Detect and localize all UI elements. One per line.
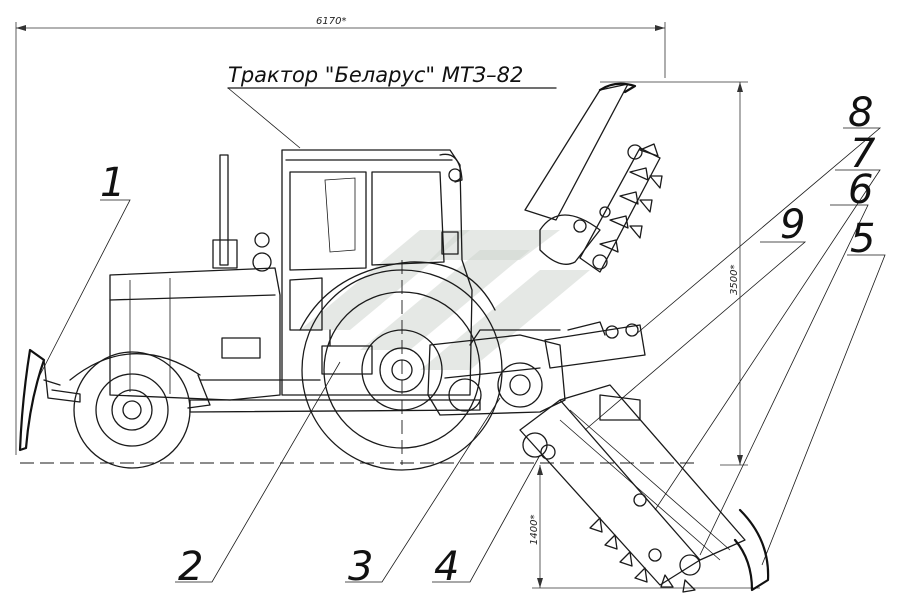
callout-9: 9 bbox=[780, 202, 805, 248]
tractor-body bbox=[109, 149, 481, 413]
front-wheel bbox=[69, 351, 211, 469]
title-leader bbox=[227, 87, 301, 149]
callout-1: 1 bbox=[100, 160, 125, 206]
watermark-logo bbox=[300, 230, 590, 370]
depth-dimension-label: 1400* bbox=[529, 515, 540, 545]
callout-5: 5 bbox=[850, 216, 875, 262]
tractor-title: Трактор "Беларус" МТЗ–82 bbox=[228, 63, 523, 87]
leader-lines bbox=[39, 127, 886, 583]
front-blade bbox=[18, 348, 81, 452]
height-dimension-label: 3500* bbox=[729, 265, 740, 295]
depth-dimension: 1400* bbox=[529, 465, 760, 589]
length-dimension-label: 6170* bbox=[316, 16, 346, 27]
callout-8: 8 bbox=[848, 90, 873, 136]
working-teeth bbox=[589, 517, 696, 593]
callout-2: 2 bbox=[178, 544, 203, 590]
transport-teeth bbox=[599, 143, 663, 253]
length-dimension: 6170* bbox=[15, 16, 666, 455]
callout-7: 7 bbox=[850, 131, 876, 177]
trencher-working bbox=[519, 384, 770, 593]
trencher-transport bbox=[524, 82, 663, 273]
hydraulic-cylinder bbox=[544, 321, 646, 369]
callout-3: 3 bbox=[348, 544, 373, 590]
rear-wheel bbox=[299, 260, 503, 471]
callout-4: 4 bbox=[434, 544, 459, 590]
height-dimension: 3500* bbox=[600, 81, 748, 466]
callout-6: 6 bbox=[848, 167, 873, 213]
